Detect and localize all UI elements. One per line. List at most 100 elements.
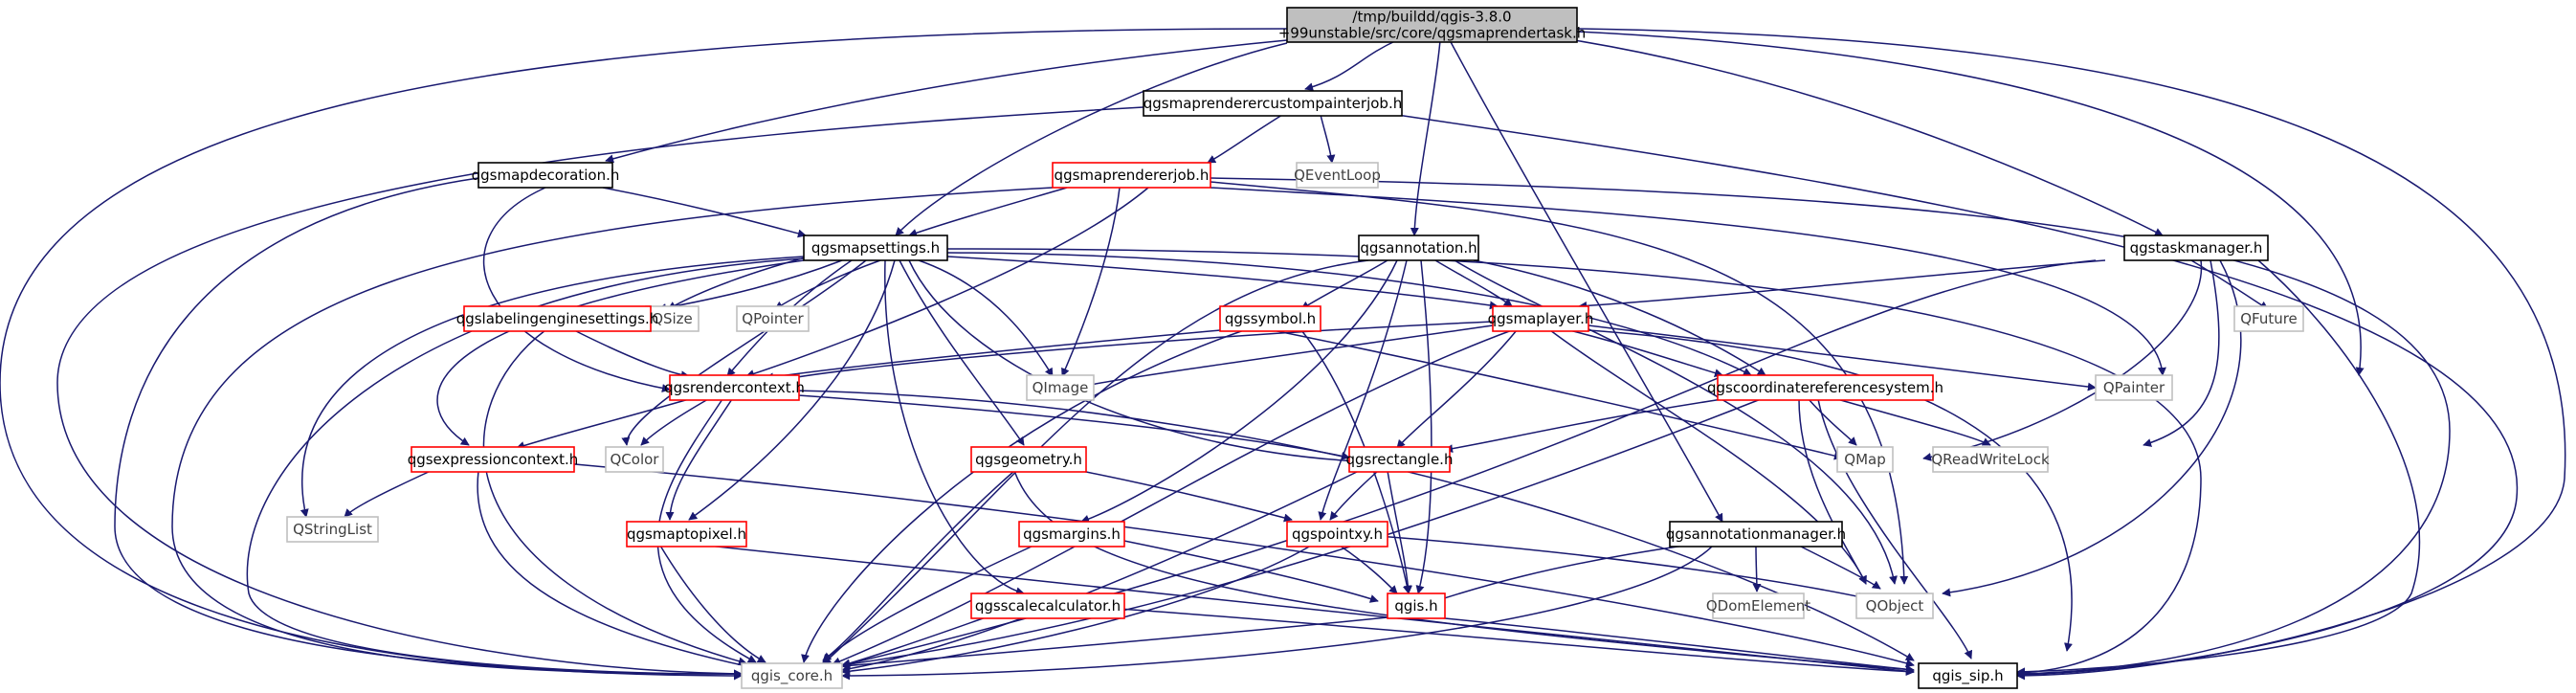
node-qdomelement[interactable]: QDomElement bbox=[1706, 592, 1810, 619]
node-root[interactable]: /tmp/buildd/qgis-3.8.0+99unstable/src/co… bbox=[1278, 7, 1587, 43]
node-annotationmanager[interactable]: qgsannotationmanager.h bbox=[1666, 521, 1846, 548]
node-box bbox=[645, 305, 700, 332]
edge-crs-rectangle bbox=[1444, 398, 1723, 454]
node-qeventloop[interactable]: QEventLoop bbox=[1294, 162, 1381, 189]
node-box bbox=[669, 374, 800, 401]
node-qpointer[interactable]: QPointer bbox=[736, 305, 810, 332]
node-box bbox=[2233, 305, 2304, 332]
node-maptopixel[interactable]: qgsmaptopixel.h bbox=[626, 521, 747, 548]
edge-taskmanager-qobject bbox=[1942, 259, 2242, 597]
node-label: qgsrendercontext.h bbox=[664, 379, 805, 396]
node-qfuture[interactable]: QFuture bbox=[2233, 305, 2304, 332]
edge-taskmanager-qfuture bbox=[2190, 259, 2269, 310]
node-qobject[interactable]: QObject bbox=[1855, 592, 1934, 619]
node-label: qgsmapsettings.h bbox=[811, 239, 940, 257]
node-label: QMap bbox=[1844, 451, 1885, 468]
edge-labeling-rendercontext bbox=[573, 329, 690, 380]
edge-rendererjob-mapsettings bbox=[908, 187, 1068, 237]
edge-maplayer-qobject bbox=[1549, 329, 1867, 585]
node-box bbox=[970, 446, 1087, 473]
edge-crs-qgiscore bbox=[841, 398, 1762, 669]
edge-margins-qgis bbox=[1099, 535, 1379, 603]
node-symbol[interactable]: qgssymbol.h bbox=[1219, 305, 1321, 332]
edge-taskmanager-maplayer bbox=[1578, 259, 2106, 310]
node-rectangle[interactable]: qgsrectangle.h bbox=[1346, 446, 1454, 473]
edge-annotation-symbol bbox=[1300, 259, 1388, 310]
node-pointxy[interactable]: qgspointxy.h bbox=[1286, 521, 1388, 548]
node-rendercontext[interactable]: qgsrendercontext.h bbox=[664, 374, 805, 401]
edge-annotation-crs bbox=[1473, 259, 1766, 376]
edge-margins-qgiscore bbox=[822, 545, 1034, 663]
node-label: QSize bbox=[652, 310, 693, 327]
node-label: QPointer bbox=[742, 310, 804, 327]
node-margins[interactable]: qgsmargins.h bbox=[1018, 521, 1125, 548]
node-qcolor[interactable]: QColor bbox=[605, 446, 664, 473]
edge-pointxy-qobject bbox=[1377, 535, 1867, 601]
edge-root-annotationmanager bbox=[1449, 39, 1723, 523]
node-label: qgsmaprenderercustompainterjob.h bbox=[1144, 95, 1402, 112]
edge-rendererjob-qgissip bbox=[1210, 177, 2451, 679]
node-qgis[interactable]: qgis.h bbox=[1387, 592, 1446, 619]
node-box bbox=[803, 235, 948, 261]
edge-root-annotation bbox=[1410, 39, 1441, 236]
node-label: QDomElement bbox=[1706, 597, 1810, 615]
node-qgiscore[interactable]: qgis_core.h bbox=[741, 662, 843, 689]
edge-annotationmanager-qgis bbox=[1434, 545, 1685, 603]
node-custompainter[interactable]: qgsmaprenderercustompainterjob.h bbox=[1143, 90, 1403, 117]
node-label: qgspointxy.h bbox=[1292, 525, 1383, 543]
node-rendererjob[interactable]: qgsmaprendererjob.h bbox=[1052, 162, 1211, 189]
node-qstringlist[interactable]: QStringList bbox=[286, 516, 379, 543]
edge-symbol-qgiscore bbox=[801, 329, 1245, 663]
edge-annotation-margins bbox=[1080, 259, 1398, 524]
node-qgissip[interactable]: qgis_sip.h bbox=[1918, 662, 2018, 689]
node-qreadwritelock[interactable]: QReadWriteLock bbox=[1931, 446, 2050, 473]
node-box bbox=[1387, 592, 1446, 619]
edge-custompainter-qgiscore bbox=[56, 106, 1144, 679]
node-label: qgis_core.h bbox=[751, 667, 833, 685]
edge-maplayer-qgissip bbox=[1588, 329, 2073, 652]
node-exprcontext[interactable]: qgsexpressioncontext.h bbox=[408, 446, 579, 473]
node-label: qgssymbol.h bbox=[1225, 310, 1316, 327]
edge-annotation-qobject bbox=[1454, 259, 1898, 585]
node-box bbox=[1026, 374, 1095, 401]
edge-maplayer-crs bbox=[1568, 329, 1723, 377]
edge-mapsettings-qstringlist bbox=[300, 256, 805, 518]
node-box bbox=[626, 521, 747, 548]
node-annotation[interactable]: qgsannotation.h bbox=[1358, 235, 1479, 261]
node-box bbox=[1052, 162, 1211, 189]
edge-symbol-rendercontext bbox=[765, 329, 1221, 382]
node-qsize[interactable]: QSize bbox=[645, 305, 700, 332]
node-scalecalc[interactable]: qgsscalecalculator.h bbox=[970, 592, 1125, 619]
node-label: QObject bbox=[1866, 597, 1924, 615]
node-qpainter[interactable]: QPainter bbox=[2095, 374, 2173, 401]
node-box bbox=[1219, 305, 1321, 332]
node-box bbox=[1712, 592, 1805, 619]
edge-decoration-mapsettings bbox=[602, 187, 807, 238]
node-box bbox=[1918, 662, 2018, 689]
node-qimage[interactable]: QImage bbox=[1026, 374, 1095, 401]
edge-rendercontext-qcolor bbox=[640, 398, 709, 446]
node-label: qgis.h bbox=[1394, 597, 1437, 615]
edge-taskmanager-qreadwritelock bbox=[2143, 259, 2220, 447]
node-decoration[interactable]: qgsmapdecoration.h bbox=[472, 162, 620, 189]
node-maplayer[interactable]: qgsmaplayer.h bbox=[1488, 305, 1594, 332]
edge-exprcontext-qgiscore bbox=[477, 470, 757, 671]
node-geometry[interactable]: qgsgeometry.h bbox=[970, 446, 1087, 473]
node-mapsettings[interactable]: qgsmapsettings.h bbox=[803, 235, 948, 261]
node-crs[interactable]: qgscoordinatereferencesystem.h bbox=[1707, 374, 1943, 401]
node-box bbox=[605, 446, 664, 473]
edge-mapsettings-maptopixel bbox=[688, 259, 896, 521]
node-box bbox=[1296, 162, 1379, 189]
edge-mapsettings-maplayer bbox=[946, 256, 1499, 310]
edge-scalecalc-qgiscore bbox=[841, 616, 987, 668]
node-box bbox=[736, 305, 810, 332]
node-label: QImage bbox=[1033, 379, 1089, 396]
node-box bbox=[1855, 592, 1934, 619]
edge-rendercontext-rectangle bbox=[784, 393, 1350, 460]
edge-rectangle-pointxy bbox=[1329, 470, 1379, 521]
node-label: qgsscalecalculator.h bbox=[975, 597, 1121, 615]
node-taskmanager[interactable]: qgstaskmanager.h bbox=[2123, 235, 2269, 261]
node-labelingengine[interactable]: qgslabelingenginesettings.h bbox=[456, 305, 659, 332]
node-qmap[interactable]: QMap bbox=[1836, 446, 1894, 473]
